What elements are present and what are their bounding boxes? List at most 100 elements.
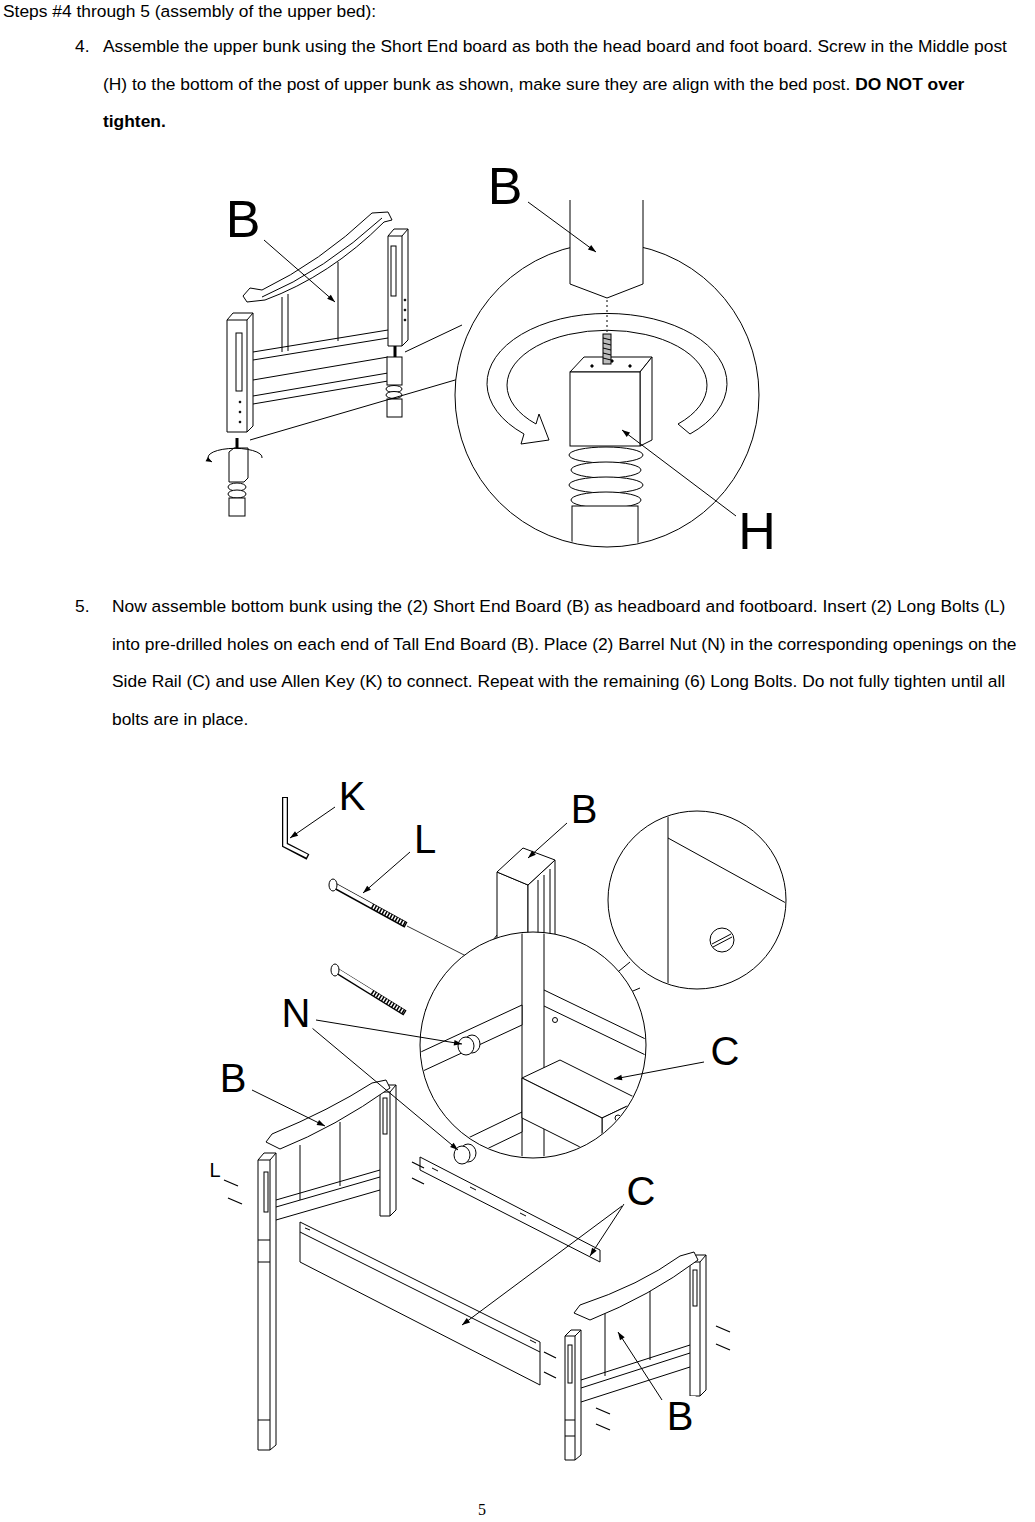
bottom-bunk-drawing <box>258 1153 276 1450</box>
allen-key <box>285 797 308 857</box>
headboard-drawing <box>253 330 388 404</box>
bottom-bunk-drawing <box>305 1228 536 1343</box>
detail-circle <box>455 200 759 566</box>
part-letter: L <box>412 819 438 859</box>
step-number: 5. <box>75 588 90 626</box>
bottom-bunk-drawing <box>581 1345 690 1402</box>
headboard-drawing <box>404 319 406 321</box>
headboard-drawing <box>239 421 241 423</box>
detail-circle <box>607 300 608 334</box>
headboard-drawing <box>227 313 253 432</box>
part-letter: B <box>665 1396 696 1436</box>
detail-circle <box>603 334 611 364</box>
detail-circle <box>615 1115 621 1121</box>
bottom-bunk-drawing <box>383 1098 387 1134</box>
long-bolt <box>407 926 470 958</box>
headboard-drawing <box>388 229 408 346</box>
long-bolt <box>335 886 406 925</box>
detail-circle <box>571 462 641 478</box>
leader-line <box>363 852 410 893</box>
detail-circle <box>569 357 652 566</box>
detail-circle <box>522 930 544 1180</box>
allen-key <box>285 797 308 857</box>
bottom-bunk-drawing <box>568 1345 572 1383</box>
step-text: Now assemble bottom bunk using the (2) S… <box>112 596 1017 729</box>
part-letter: C <box>709 1031 742 1071</box>
part-letter: B <box>569 789 600 829</box>
leader-line <box>252 807 704 1400</box>
part-letter: K <box>337 776 368 816</box>
middle-post-drawing <box>208 448 262 462</box>
detail-circle <box>710 928 734 952</box>
detail-circle <box>544 990 660 1062</box>
instruction-text: Assemble the upper bunk using the Short … <box>103 28 1031 141</box>
detail-circle <box>603 338 611 360</box>
part-letter: B <box>486 160 525 212</box>
middle-post-drawing <box>387 399 402 417</box>
bolt-mark <box>224 1162 730 1430</box>
bottom-bunk-drawing <box>574 1252 698 1320</box>
part-letter: C <box>625 1171 658 1211</box>
middle-post-drawing <box>236 438 239 449</box>
detail-circle <box>620 815 795 995</box>
barrel-nut <box>458 1037 474 1055</box>
leader-line <box>252 1090 325 1126</box>
middle-post-drawing <box>228 490 246 498</box>
instruction-text: Now assemble bottom bunk using the (2) S… <box>112 588 1032 738</box>
detail-circle <box>410 930 660 1186</box>
middle-post-drawing <box>387 357 402 385</box>
step-number: 4. <box>75 28 90 66</box>
part-letter: H <box>736 505 778 557</box>
bottom-bunk-drawing <box>565 1330 581 1460</box>
detail-circle <box>410 930 660 1186</box>
bottom-bunk-drawing <box>266 1080 390 1149</box>
leader-line <box>528 823 567 858</box>
long-bolt <box>338 971 404 1012</box>
leader-line <box>312 1028 458 1150</box>
long-bolt <box>329 879 337 891</box>
bottom-bunk-drawing <box>300 1232 540 1352</box>
headboard-drawing <box>227 313 253 432</box>
bottom-bunk-drawing <box>380 1085 396 1216</box>
detail-circle <box>602 1100 640 1158</box>
bottom-bunk-drawing <box>693 1270 697 1306</box>
bottom-bunk-drawing <box>690 1255 706 1396</box>
headboard-drawing <box>227 212 408 432</box>
leader-line <box>622 430 736 516</box>
detail-circle <box>410 1005 522 1077</box>
page-title: Steps #4 through 5 (assembly of the uppe… <box>3 1 376 21</box>
middle-post-drawing <box>208 346 402 516</box>
leader-line <box>290 807 335 838</box>
callout-wedge <box>250 325 462 440</box>
detail-circle <box>553 1018 558 1023</box>
page-number: 5 <box>476 1502 488 1518</box>
middle-post-drawing <box>394 346 397 357</box>
part-letter: B <box>218 1058 249 1098</box>
long-bolt <box>372 992 404 1012</box>
tall-end-board <box>497 848 555 885</box>
headboard-drawing <box>239 411 241 413</box>
detail-circle <box>640 357 652 446</box>
bottom-bunk-drawing <box>300 1222 540 1385</box>
detail-circle <box>410 1112 522 1186</box>
leader-line <box>264 240 335 302</box>
leader-line <box>590 1204 624 1256</box>
leader-line <box>462 1206 622 1325</box>
headboard-drawing <box>239 401 241 403</box>
bottom-bunk-drawing <box>258 1153 276 1450</box>
long-bolt <box>337 971 405 1013</box>
bottom-bunk-drawing <box>432 1168 526 1216</box>
headboard-drawing <box>391 246 396 296</box>
long-bolt <box>372 906 405 924</box>
leader-line <box>528 202 596 252</box>
part-letter: L <box>207 1160 222 1180</box>
leader-line <box>614 1062 704 1079</box>
detail-circle <box>712 934 732 947</box>
leader-line <box>618 1332 662 1400</box>
headboard-drawing <box>243 212 392 302</box>
bottom-bunk-drawing <box>264 1172 268 1212</box>
leader-line <box>316 1020 462 1044</box>
bottom-bunk-drawing <box>420 1157 600 1262</box>
